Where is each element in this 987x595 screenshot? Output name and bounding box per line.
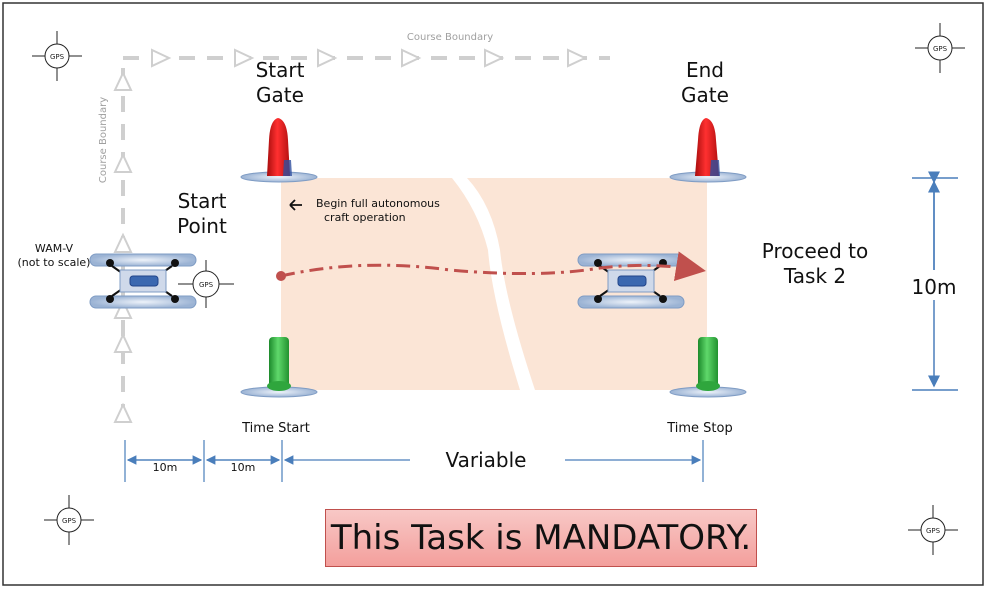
zone-white-stripe — [452, 178, 535, 390]
gps-label: GPS — [50, 53, 65, 61]
end-gate-line1: End — [685, 58, 724, 82]
height-dimension-label: 10m — [911, 275, 957, 299]
end-gate-line2: Gate — [681, 83, 729, 107]
end-gate-red-buoy — [669, 118, 747, 183]
wamv-line1: WAM-V — [34, 242, 74, 255]
gps-label: GPS — [199, 281, 214, 289]
end-green-buoy — [669, 337, 747, 398]
course-boundary-top-label: Course Boundary — [407, 32, 493, 43]
gps-label: GPS — [933, 45, 948, 53]
mandatory-banner: This Task is MANDATORY. — [325, 509, 757, 567]
wamv-line2: (not to scale) — [17, 255, 91, 269]
wamv-label: WAM-V (not to scale) — [14, 242, 94, 270]
begin-line1: Begin full autonomous — [316, 197, 440, 210]
proceed-line1: Proceed to — [761, 239, 869, 263]
gps-label: GPS — [62, 517, 77, 525]
variable-dimension-label: Variable — [445, 448, 527, 472]
gps-marker — [44, 495, 94, 545]
gps-label: GPS — [926, 527, 941, 535]
proceed-line2: Task 2 — [783, 264, 847, 288]
wamv-gps-marker — [178, 260, 234, 308]
course-boundary — [113, 48, 610, 423]
wamv-boat-start — [89, 253, 197, 309]
gps-marker — [908, 505, 958, 555]
proceed-label: Proceed to Task 2 — [750, 239, 880, 289]
start-gate-red-buoy — [240, 118, 318, 183]
start-point-line1: Start — [177, 189, 227, 213]
gps-marker — [915, 23, 965, 73]
begin-line2: craft operation — [324, 210, 406, 224]
end-gate-label: End Gate — [668, 58, 742, 108]
mandatory-text: This Task is MANDATORY. — [330, 518, 752, 558]
start-gate-label: Start Gate — [243, 58, 317, 108]
gps-marker — [32, 31, 82, 81]
start-gate-line1: Start — [255, 58, 305, 82]
begin-pointer-arrow — [289, 199, 302, 211]
time-stop-label: Time Stop — [667, 421, 733, 436]
start-point-line2: Point — [177, 214, 227, 238]
start-gate-line2: Gate — [256, 83, 304, 107]
start-green-buoy — [240, 337, 318, 398]
course-boundary-left-label: Course Boundary — [98, 97, 109, 183]
dim-left1-label: 10m — [152, 461, 178, 474]
start-point-label: Start Point — [163, 189, 241, 239]
time-start-label: Time Start — [242, 421, 310, 436]
autonomous-path — [276, 251, 706, 282]
wamv-boat-end — [577, 253, 685, 309]
begin-autonomous-label: Begin full autonomous craft operation — [306, 197, 466, 225]
dim-left2-label: 10m — [230, 461, 256, 474]
